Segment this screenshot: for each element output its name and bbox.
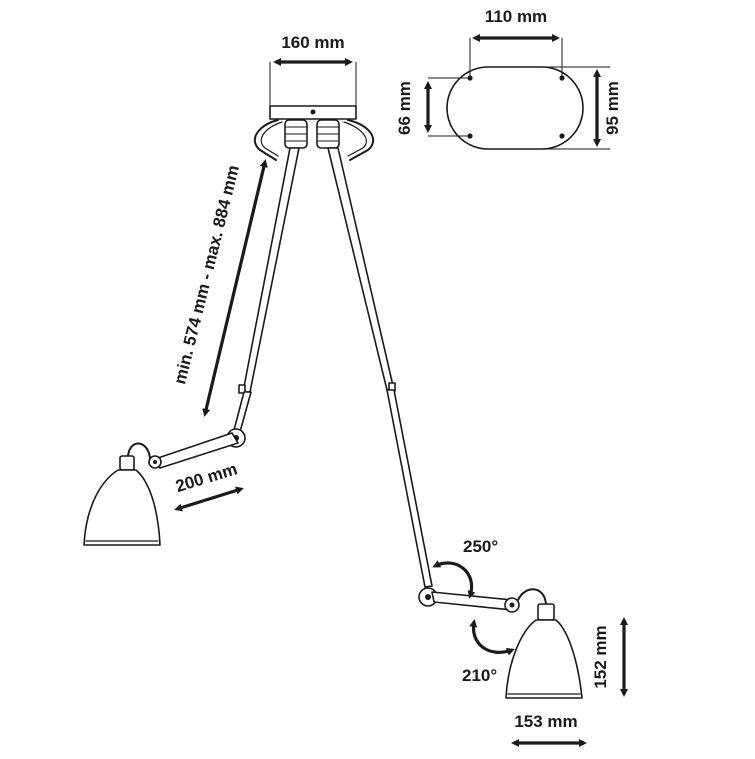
- plate-hole-spacing-label: 110 mm: [485, 7, 547, 26]
- left-shade: [83, 455, 161, 546]
- mounting-plate: [428, 38, 610, 150]
- arm-length-arrow: [174, 486, 244, 512]
- right-shade: [505, 603, 583, 699]
- rotation-upper-arrow: [432, 560, 476, 599]
- plate-hole-height-label: 66 mm: [395, 81, 414, 135]
- left-arm: [127, 147, 300, 469]
- right-arm: [327, 147, 547, 613]
- arm-length-label: 200 mm: [173, 459, 239, 496]
- shade-diameter-label: 153 mm: [514, 712, 577, 731]
- extension-range-label: min. 574 mm - max. 884 mm: [170, 163, 243, 386]
- plate-height-label: 95 mm: [603, 81, 622, 135]
- rotation-lower-arrow: [469, 619, 515, 656]
- shade-height-label: 152 mm: [591, 625, 610, 688]
- rotation-lower-label: 210°: [462, 666, 497, 685]
- rotation-upper-label: 250°: [463, 537, 498, 556]
- canopy-width-label: 160 mm: [281, 33, 344, 52]
- ceiling-canopy: [253, 62, 375, 161]
- extension-range-arrow: [202, 159, 268, 417]
